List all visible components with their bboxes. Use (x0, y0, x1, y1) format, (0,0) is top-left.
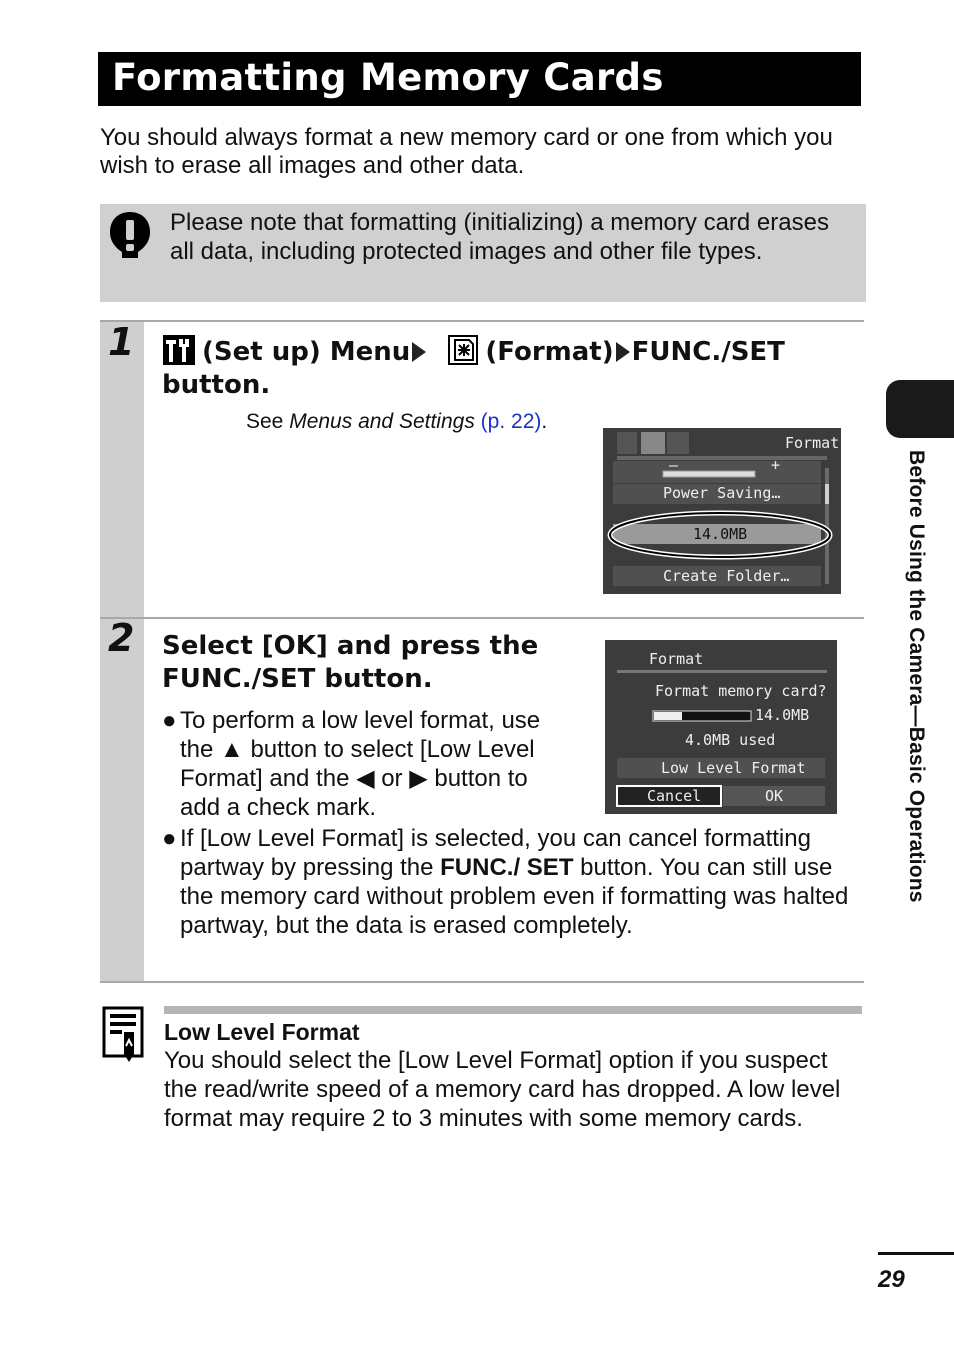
step1-heading-part4: button. (162, 370, 271, 400)
step2-number: 2 (108, 616, 135, 660)
screen1-header-label: Format (785, 434, 840, 452)
step1-strip (100, 322, 144, 618)
step2-heading: Select [OK] and press the FUNC./SET butt… (162, 630, 592, 696)
screen2-cancel: Cancel (647, 787, 702, 805)
setup-menu-icon (162, 334, 196, 366)
format-dialog-screen: Format Format memory card? 14.0MB 4.0MB … (605, 640, 837, 814)
note-heading: Low Level Format (164, 1019, 360, 1045)
step2-strip (100, 619, 144, 981)
step1-heading-part2: (Format) (485, 337, 614, 367)
step1-top-rule (100, 320, 864, 322)
screen1-scale-plus: + (771, 456, 781, 474)
page-number-rule (878, 1252, 954, 1255)
step2-bottom-rule (100, 981, 864, 983)
note-text: You should select the [Low Level Format]… (164, 1047, 841, 1132)
setup-menu-screen: Format – + Power Saving… 14.0MB Create F… (603, 428, 841, 594)
step1-heading-part1: (Set up) Menu (202, 337, 411, 367)
step1-see-reference: See Menus and Settings (p. 22). (246, 410, 547, 434)
screen1-item-create-folder: Create Folder… (663, 567, 790, 585)
step2-heading-line2: FUNC./SET button. (162, 664, 433, 694)
arrow-right-icon (615, 342, 630, 362)
section-tab (886, 380, 954, 438)
bullet-2-text-b: button. You can still use the memory car… (180, 854, 849, 939)
title-bar: Formatting Memory Cards (98, 52, 861, 106)
caution-exclamation-icon (108, 210, 152, 265)
step2-heading-line1: Select [OK] and press the (162, 631, 539, 661)
screen2-capacity: 14.0MB (755, 706, 810, 724)
screen1-item-format-size: 14.0MB (693, 525, 748, 543)
note-rule (164, 1006, 862, 1014)
bullet-dot-icon: ● (162, 825, 177, 852)
screen2-low-level: Low Level Format (661, 759, 806, 777)
see-prefix: See (246, 410, 290, 433)
page-link[interactable]: (p. 22) (480, 410, 542, 433)
step1-number: 1 (108, 320, 135, 364)
bullet-2-text-a: If [Low Level Format] is selected, you c… (180, 825, 811, 881)
screen1-item-power-saving: Power Saving… (663, 484, 781, 502)
screen1-scale-minus: – (669, 456, 679, 474)
step1-heading: (Set up) Menu (Format) FUNC./SET button. (162, 334, 862, 402)
screen2-used: 4.0MB used (685, 731, 776, 749)
step1-heading-part3: FUNC./SET (631, 337, 785, 367)
screen2-ok: OK (765, 787, 784, 805)
bullet-2-bold: FUNC./ SET (440, 854, 574, 881)
step2-bullet-1: ● To perform a low level format, use the… (162, 706, 572, 822)
step2-top-rule (100, 617, 864, 619)
memo-pencil-icon (102, 1006, 146, 1069)
screen2-question: Format memory card? (655, 682, 827, 700)
see-suffix: . (541, 410, 548, 433)
section-tab-label: Before Using the Camera—Basic Operations (905, 450, 928, 903)
caution-box: Please note that formatting (initializin… (100, 204, 866, 302)
caution-text: Please note that formatting (initializin… (170, 209, 829, 265)
screen2-title: Format (649, 650, 704, 668)
bullet-2-text: If [Low Level Format] is selected, you c… (180, 824, 854, 940)
intro-paragraph: You should always format a new memory ca… (100, 124, 833, 179)
step2-bullet-2: ● If [Low Level Format] is selected, you… (162, 824, 854, 940)
see-italic: Menus and Settings (289, 410, 475, 433)
page-title: Formatting Memory Cards (112, 56, 664, 99)
bullet-1-text: To perform a low level format, use the ▲… (180, 707, 541, 821)
bullet-dot-icon: ● (162, 707, 177, 734)
format-icon (447, 334, 479, 366)
arrow-right-icon (412, 342, 427, 362)
page-number: 29 (878, 1266, 905, 1293)
